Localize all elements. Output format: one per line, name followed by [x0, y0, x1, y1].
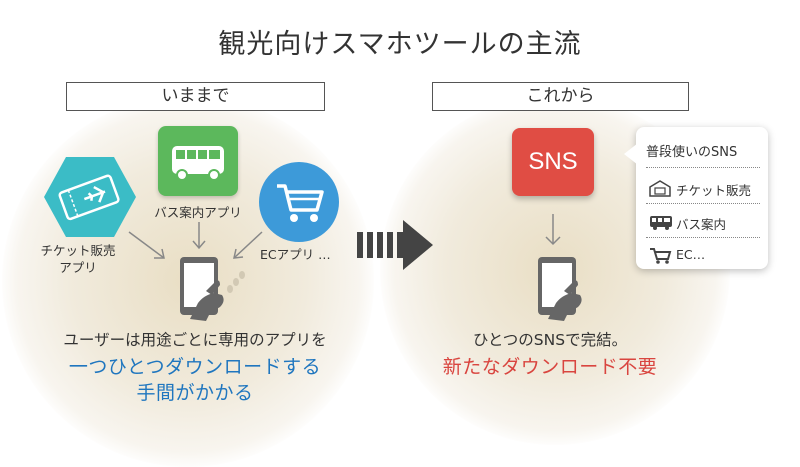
bus-app-label: バス案内アプリ — [154, 205, 242, 220]
smartphone-icon — [538, 257, 582, 321]
ticket-icon — [58, 174, 120, 221]
ticket-app-label-line1: チケット販売 — [40, 243, 116, 258]
bus-icon — [650, 216, 672, 230]
ec-app-icon — [259, 162, 339, 242]
ticket-app-label: チケット販売 アプリ — [30, 242, 126, 276]
diagram-title: 観光向けスマホツールの主流 — [218, 29, 582, 60]
panel-title: 普段使いのSNS — [646, 145, 738, 160]
left-caption-line2: 一つひとつダウンロードする — [68, 356, 322, 378]
left-caption-line3: 手間がかかる — [136, 382, 254, 404]
panel-divider — [646, 167, 760, 168]
panel-item-ticket: チケット販売 — [676, 183, 752, 198]
sns-box: SNS — [512, 128, 594, 196]
sns-feature-panel: 普段使いのSNS チケット販売 バス案内 EC… — [624, 127, 768, 269]
bus-app-icon — [158, 126, 238, 196]
left-caption-line1: ユーザーは用途ごとに専用のアプリを — [63, 331, 327, 349]
converging-arrows — [128, 222, 263, 259]
diagram: 観光向けスマホツールの主流 いままで これから バス案内アプリ チケット販売 ア… — [2, 29, 768, 467]
cart-icon — [650, 248, 672, 264]
section-label-before: いままで — [66, 82, 325, 111]
smartphone-right — [538, 257, 582, 321]
ec-app-label: ECアプリ … — [260, 247, 331, 262]
ticket-app-icon — [44, 157, 136, 237]
panel-item-ec: EC… — [676, 247, 706, 262]
panel-item-bus: バス案内 — [676, 217, 727, 232]
bus-icon — [172, 146, 224, 181]
ticket-icon — [649, 180, 671, 197]
right-caption-line2: 新たなダウンロード不要 — [442, 356, 658, 378]
section-label-after: これから — [432, 82, 689, 111]
arrow-right-icon — [357, 220, 433, 270]
ticket-app-label-line2: アプリ — [59, 260, 97, 275]
panel-divider — [646, 203, 760, 204]
smartphone-left — [180, 257, 245, 321]
down-arrow-icon — [545, 214, 561, 246]
cart-icon — [277, 184, 324, 222]
panel-pointer — [624, 143, 638, 165]
right-caption-line1: ひとつのSNSで完結。 — [472, 331, 628, 349]
smartphone-icon — [180, 257, 224, 321]
panel-divider — [646, 237, 760, 238]
